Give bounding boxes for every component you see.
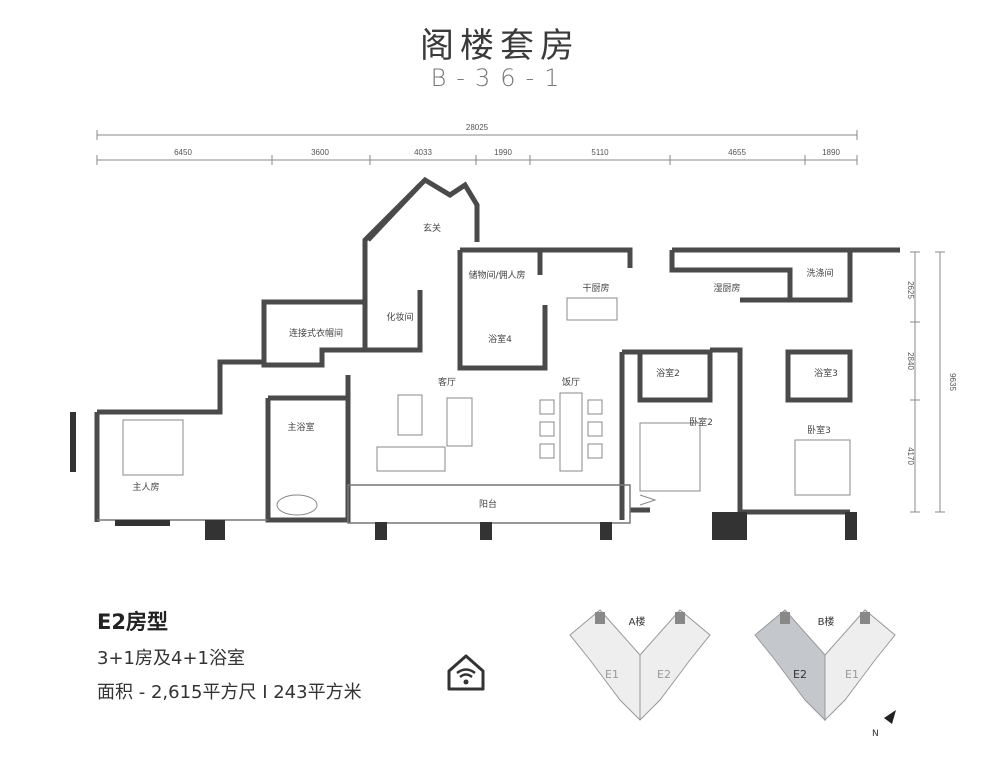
coffee-table [397, 394, 423, 436]
sofa [376, 446, 446, 472]
dim-right-2: 2840 [906, 352, 915, 370]
north-label: N [872, 729, 879, 739]
dimension-lines [96, 130, 945, 513]
walls [94, 176, 900, 523]
dim-right-3: 4170 [906, 447, 915, 465]
room-bath2: 浴室2 [656, 367, 680, 379]
block-a-right-unit: E2 [657, 668, 671, 681]
key-plan-block-a: A楼 E1 E2 [569, 609, 711, 721]
block-a-label: A楼 [629, 615, 646, 628]
furniture [122, 297, 851, 516]
block-b-left-unit: E2 [793, 668, 807, 681]
room-bath4: 浴室4 [488, 333, 512, 345]
dim-total-depth: 9635 [948, 373, 957, 391]
room-wardrobe: 连接式衣帽间 [289, 327, 343, 339]
dim-seg-5: 5110 [591, 148, 609, 157]
dining-table [559, 392, 583, 472]
room-bedroom2: 卧室2 [689, 416, 713, 428]
dim-seg-1: 6450 [174, 148, 192, 157]
room-laundry: 洗涤间 [806, 267, 833, 279]
room-master-bath: 主浴室 [287, 421, 314, 433]
smart-home-wifi-icon [447, 654, 485, 691]
bed-2 [639, 422, 701, 492]
dim-seg-7: 1890 [822, 148, 840, 157]
block-b-right-unit: E1 [845, 668, 859, 681]
sofa-single [446, 397, 473, 447]
bed-3 [794, 439, 851, 496]
room-dining: 饭厅 [562, 376, 580, 388]
unit-code: B-36-1 [430, 64, 570, 92]
window-master [115, 520, 170, 526]
floor-plan: 28025 6450 3600 4033 1990 5110 4655 1890… [70, 123, 957, 540]
dim-seg-3: 4033 [414, 148, 432, 157]
dim-seg-6: 4655 [728, 148, 746, 157]
master-bed [122, 419, 184, 476]
room-powder: 化妆间 [386, 311, 413, 323]
room-bath3: 浴室3 [814, 367, 838, 379]
room-store-maid: 储物间/佣人房 [468, 269, 525, 281]
page-title: 阁楼套房 [420, 26, 580, 66]
block-a-left-unit: E1 [605, 668, 619, 681]
north-arrow-icon: N [872, 710, 896, 739]
dim-seg-2: 3600 [311, 148, 329, 157]
unit-type: E2房型 [97, 610, 168, 634]
room-foyer: 玄关 [423, 222, 441, 234]
bathtub [276, 494, 318, 516]
dim-total-width: 28025 [466, 123, 489, 132]
column [205, 520, 225, 540]
dim-right-1: 2625 [906, 281, 915, 299]
unit-rooms-baths: 3+1房及4+1浴室 [97, 648, 245, 669]
room-master-bedroom: 主人房 [132, 481, 159, 493]
key-plan-block-b: B楼 E2 E1 [754, 609, 896, 722]
room-living: 客厅 [438, 376, 456, 388]
dim-seg-4: 1990 [494, 148, 512, 157]
room-balcony: 阳台 [479, 498, 497, 510]
unit-area: 面积 - 2,615平方尺 I 243平方米 [97, 682, 362, 703]
block-b-label: B楼 [818, 615, 835, 628]
room-wet-kitchen: 湿厨房 [713, 282, 740, 294]
kitchen-island [566, 297, 618, 321]
unit-info: E2房型 3+1房及4+1浴室 面积 - 2,615平方尺 I 243平方米 [97, 606, 362, 712]
room-dry-kitchen: 干厨房 [582, 282, 609, 294]
room-bedroom3: 卧室3 [807, 424, 831, 436]
